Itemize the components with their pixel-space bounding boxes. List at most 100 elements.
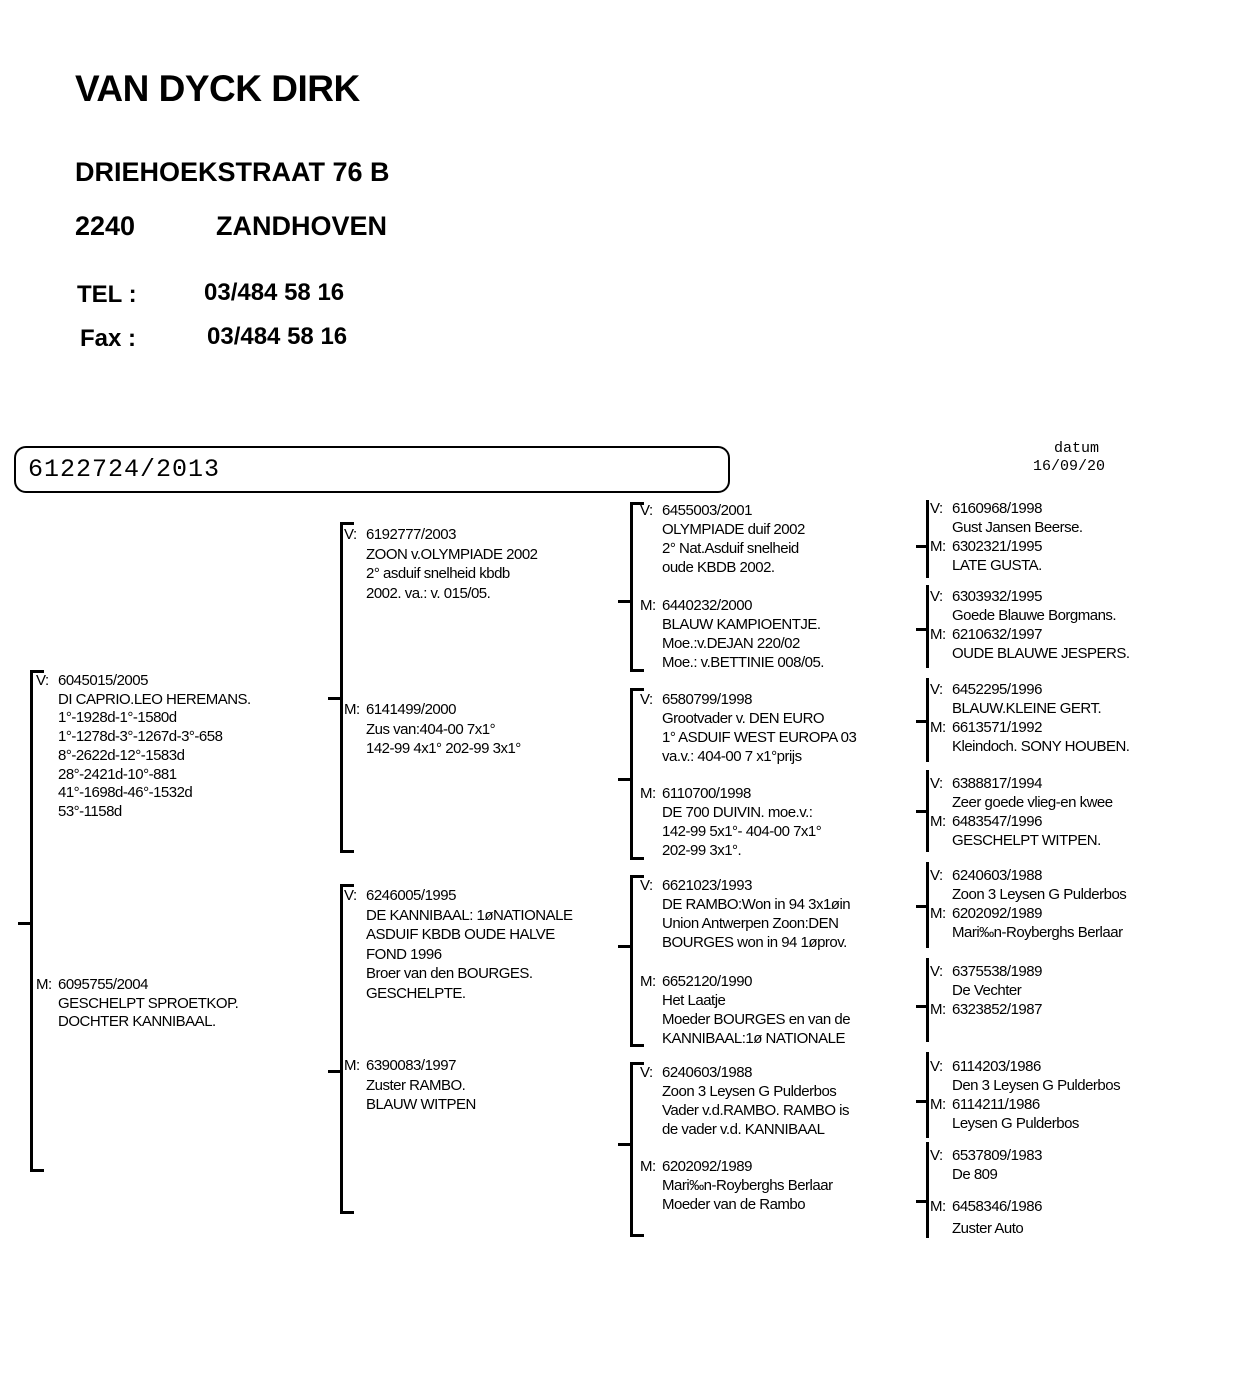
note-line: Zus van:404-00 7x1° (366, 720, 496, 738)
parent-label: M: (930, 1001, 946, 1018)
entry-header: V:6621023/1993 (640, 876, 850, 895)
entry-header: M:6440232/2000 (640, 596, 824, 615)
entry-header: M: 6323852/1987 (930, 1000, 1042, 1019)
parent-label: M: (930, 626, 946, 643)
gen4-bracket-0 (926, 500, 929, 578)
gen2-sire-top-arm (340, 522, 354, 525)
gen2-sire-connector (328, 697, 340, 700)
ring-number: 6110700/1998 (662, 785, 751, 802)
entry-header: V: 6452295/1996 (930, 680, 1101, 699)
ring-number: 6323852/1987 (952, 1001, 1042, 1018)
gen4-connector-1 (916, 628, 926, 631)
parent-label: V: (930, 867, 943, 884)
note-line: DE KANNIBAAL: 1øNATIONALE (366, 906, 573, 924)
note-line: GESCHELPT SPROETKOP. (58, 994, 239, 1012)
note-line: Leysen G Pulderbos (952, 1115, 1079, 1132)
note-line: DI CAPRIO.LEO HEREMANS. (58, 690, 251, 708)
entry-header: V:6580799/1998 (640, 690, 856, 709)
note-line: 1°-1278d-3°-1267d-3°-658 (58, 728, 223, 746)
note-line: 1° ASDUIF WEST EUROPA 03 (662, 729, 857, 746)
ring-number: 6160968/1998 (952, 500, 1042, 517)
datum-value: 16/09/20 (1033, 458, 1106, 475)
gen3-1-bottom-arm (630, 857, 644, 860)
gen1-connector (18, 922, 30, 925)
ring-number: 6537809/1983 (952, 1147, 1042, 1164)
ring-number: 6452295/1996 (952, 681, 1042, 698)
note-line: va.v.: 404-00 7 x1°prijs (662, 748, 802, 765)
parent-label: M: (640, 785, 656, 802)
note-line: Mari‰n-Royberghs Berlaar (662, 1177, 833, 1194)
gen4-connector-7 (916, 1200, 926, 1203)
gen3-1-connector (618, 778, 630, 781)
note-line: Kleindoch. SONY HOUBEN. (952, 738, 1130, 755)
note-line: OLYMPIADE duif 2002 (662, 521, 805, 538)
entry-header: V:6240603/1988 (640, 1063, 849, 1082)
entry-header: V:6045015/2005 (36, 672, 251, 691)
note-line: Zoon 3 Leysen G Pulderbos (952, 886, 1127, 903)
gen3-3-bracket (630, 1062, 633, 1237)
ring-number: 6095755/2004 (58, 976, 148, 993)
gen2-sire-bracket (340, 522, 343, 853)
note-line: Vader v.d.RAMBO. RAMBO is (662, 1102, 850, 1119)
ring-number: 6202092/1989 (662, 1158, 752, 1175)
entry-header: M:6613571/1992 (930, 718, 1129, 737)
gen3-1-bracket (630, 688, 633, 860)
ring-number: 6375538/1989 (952, 963, 1042, 980)
ring-number: 6192777/2003 (366, 526, 456, 543)
entry-header: M:6114211/1986 (930, 1095, 1079, 1114)
parent-label: V: (640, 502, 653, 519)
note-line: 53°-1158d (58, 802, 122, 820)
fax-value: 03/484 58 16 (207, 323, 348, 350)
gen3-1-top-arm (630, 688, 644, 691)
tel-label: TEL : (77, 281, 137, 308)
gen4-connector-4 (916, 905, 926, 908)
parent-label: V: (344, 887, 357, 904)
gen4-connector-2 (916, 720, 926, 723)
note-line: 1°-1928d-1°-1580d (58, 709, 177, 727)
parent-label: V: (930, 1147, 943, 1164)
note-line: Zuster RAMBO. (366, 1076, 466, 1094)
note-line: Union Antwerpen Zoon:DEN (662, 915, 839, 932)
gen4-connector-6 (916, 1100, 926, 1103)
parent-label: V: (930, 775, 943, 792)
owner-name: VAN DYCK DIRK (75, 68, 360, 109)
entry-header: V: 6537809/1983 (930, 1146, 1042, 1165)
gen1-bottom-arm (30, 1169, 44, 1172)
note-line: Zuster Auto (952, 1220, 1024, 1237)
parent-label: V: (640, 691, 653, 708)
gen3-0-bottom-arm (630, 669, 644, 672)
parent-label: V: (930, 963, 943, 980)
gen2-dam-bottom-arm (340, 1211, 354, 1214)
gen3-2-top-arm (630, 875, 644, 878)
parent-label: V: (930, 681, 943, 698)
ring-number: 6302321/1995 (952, 538, 1042, 555)
parent-label: M: (640, 1158, 656, 1175)
parent-label: V: (640, 877, 653, 894)
entry-header: M:6390083/1997 (344, 1056, 476, 1076)
note-line: 2° asduif snelheid kbdb (366, 565, 510, 582)
fax-label: Fax : (80, 325, 137, 352)
note-line: Moeder van de Rambo (662, 1196, 806, 1213)
entry-header: V: 6375538/1989 (930, 962, 1042, 981)
note-line: DOCHTER KANNIBAAL. (58, 1013, 216, 1031)
datum-label: datum (1054, 440, 1100, 457)
gen3-2-connector (618, 945, 630, 948)
note-line: LATE GUSTA. (952, 557, 1042, 574)
ring-number: 6388817/1994 (952, 775, 1042, 792)
gen2-sire-bottom-arm (340, 850, 354, 853)
parent-label: M: (930, 1096, 946, 1113)
gen2-dam-bracket (340, 884, 343, 1214)
note-line: BLAUW KAMPIOENTJE. (662, 616, 821, 633)
gen4-dam-entry: M: 6323852/1987 (930, 1000, 1042, 1019)
parent-label: M: (344, 1057, 360, 1074)
entry-header: M: 6110700/1998 (640, 784, 821, 803)
parent-label: V: (930, 500, 943, 517)
